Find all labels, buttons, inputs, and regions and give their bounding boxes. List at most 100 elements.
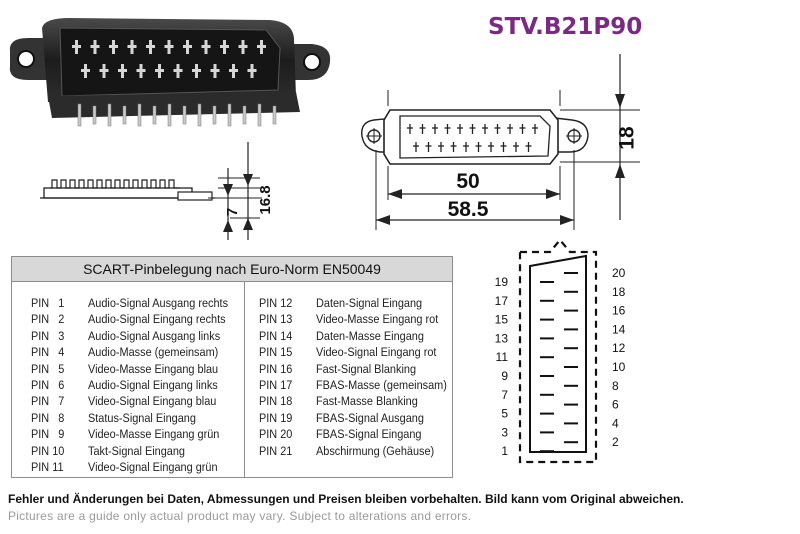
total-width-dimension: 58.5	[448, 198, 489, 221]
pin-number-label: 4	[612, 416, 619, 430]
connector-socket	[59, 27, 281, 97]
front-contact-slot	[407, 124, 413, 134]
pin-label: PIN 8	[31, 410, 65, 425]
contact-slot	[127, 40, 137, 54]
solder-pin	[77, 103, 82, 127]
pin-label: PIN 20	[259, 427, 293, 442]
part-number-title: STV.B21P90	[488, 14, 643, 40]
contact-slot	[247, 64, 257, 78]
column-divider	[244, 281, 245, 478]
pin-label: PIN 2	[31, 312, 65, 327]
solder-pin	[257, 103, 262, 127]
solder-pin	[272, 105, 277, 125]
side-latch	[177, 191, 213, 201]
pin-label: PIN 9	[31, 427, 65, 442]
pin-label: PIN 6	[31, 378, 65, 392]
right-mount-hole	[303, 53, 321, 71]
front-contact-slot	[432, 124, 438, 134]
front-contact-slot	[438, 142, 444, 152]
pin-description: Daten-Masse Eingang	[316, 328, 424, 343]
side-view-drawing: 16.8 7	[40, 142, 274, 240]
front-contact-slot	[419, 124, 426, 134]
front-height-dimension: 18	[616, 126, 639, 150]
pin-number-label: 18	[612, 285, 626, 299]
pin-number-label: 3	[501, 425, 508, 439]
pin-description: FBAS-Signal Eingang	[316, 427, 422, 442]
side-pin-comb	[50, 179, 180, 189]
pin-description: Abschirmung (Gehäuse)	[316, 443, 435, 458]
pin-description: FBAS-Signal Ausgang	[316, 410, 424, 425]
contact-slot	[90, 40, 100, 54]
contact-slot	[155, 64, 164, 78]
front-contact-slot	[475, 142, 482, 152]
contact-slot	[229, 64, 238, 78]
pin-label: PIN 5	[31, 361, 65, 376]
pin-label: PIN 10	[31, 443, 65, 458]
contact-slot	[146, 40, 155, 54]
contact-slot	[173, 64, 183, 78]
pin-label: PIN 3	[31, 328, 65, 343]
pin-number-label: 8	[612, 379, 619, 393]
contact-slot	[72, 40, 81, 54]
pin-number-label: 16	[612, 304, 626, 318]
pin-number-label: 12	[612, 341, 626, 355]
pin-label: PIN 13	[259, 312, 293, 327]
front-contact-slot	[425, 142, 432, 152]
body-width-dimension: 50	[456, 170, 479, 193]
front-contact-slot	[463, 142, 469, 152]
pin-number-label: 15	[495, 313, 509, 327]
solder-pin	[167, 103, 172, 127]
pin-assignment-table: SCART-Pinbelegung nach Euro-Norm EN50049…	[11, 256, 453, 478]
contact-slot	[136, 64, 146, 78]
pin-number-label: 5	[501, 407, 508, 421]
solder-pin	[212, 105, 217, 125]
pin-description: Video-Masse Eingang blau	[88, 361, 219, 376]
pin-label: PIN 21	[259, 443, 293, 458]
contact-slot	[192, 64, 201, 78]
pin-number-label: 14	[612, 322, 626, 336]
connector-base	[48, 92, 300, 118]
pin-label: PIN 14	[259, 328, 293, 343]
front-contact-slot	[444, 124, 451, 134]
pin-description: Audio-Masse (gemeinsam)	[88, 345, 219, 360]
connector-outline-dashed	[518, 238, 598, 464]
side-depth-dimension: 7	[224, 208, 241, 216]
solder-pin	[197, 103, 202, 127]
solder-pin	[122, 105, 127, 125]
pin-position-marks	[540, 272, 578, 453]
footer-disclaimer-de: Fehler und Änderungen bei Daten, Abmessu…	[8, 492, 684, 506]
pin-description: FBAS-Masse (gemeinsam)	[316, 378, 447, 392]
front-contact-slot	[500, 142, 507, 152]
front-contact-slot	[469, 124, 476, 134]
front-contact-slot	[450, 142, 457, 152]
pin-description: Status-Signal Eingang	[88, 410, 196, 425]
solder-pin	[182, 105, 187, 125]
pin-description: Video-Signal Eingang rot	[316, 345, 437, 360]
pin-description: Audio-Signal Ausgang links	[88, 328, 221, 343]
pin-label: PIN 19	[259, 410, 293, 425]
pin-label: PIN 12	[259, 296, 293, 310]
pin-description: Video-Masse Eingang grün	[88, 427, 220, 442]
side-height-dimension: 16.8	[257, 185, 274, 214]
front-contact-slot	[488, 142, 494, 152]
contact-slot	[257, 40, 266, 54]
solder-pin	[227, 103, 232, 127]
pin-description: Fast-Masse Blanking	[316, 394, 418, 409]
pin-number-label: 17	[495, 294, 509, 308]
footer-disclaimer-en: Pictures are a guide only actual product…	[8, 509, 472, 523]
contact-slot	[99, 64, 109, 78]
left-mount-hole	[17, 50, 35, 68]
solder-pin	[242, 105, 247, 125]
front-contact-slot	[532, 124, 538, 134]
pin-number-label: 19	[495, 275, 509, 289]
pin-label: PIN 11	[31, 460, 64, 474]
table-header: SCART-Pinbelegung nach Euro-Norm EN50049	[12, 257, 452, 282]
connector-outline-inner	[529, 254, 587, 453]
contact-slot	[183, 40, 192, 54]
pin-label: PIN 7	[31, 394, 65, 409]
front-contact-slot	[525, 142, 532, 152]
pin-number-label: 11	[496, 350, 509, 364]
solder-pin	[152, 105, 157, 125]
